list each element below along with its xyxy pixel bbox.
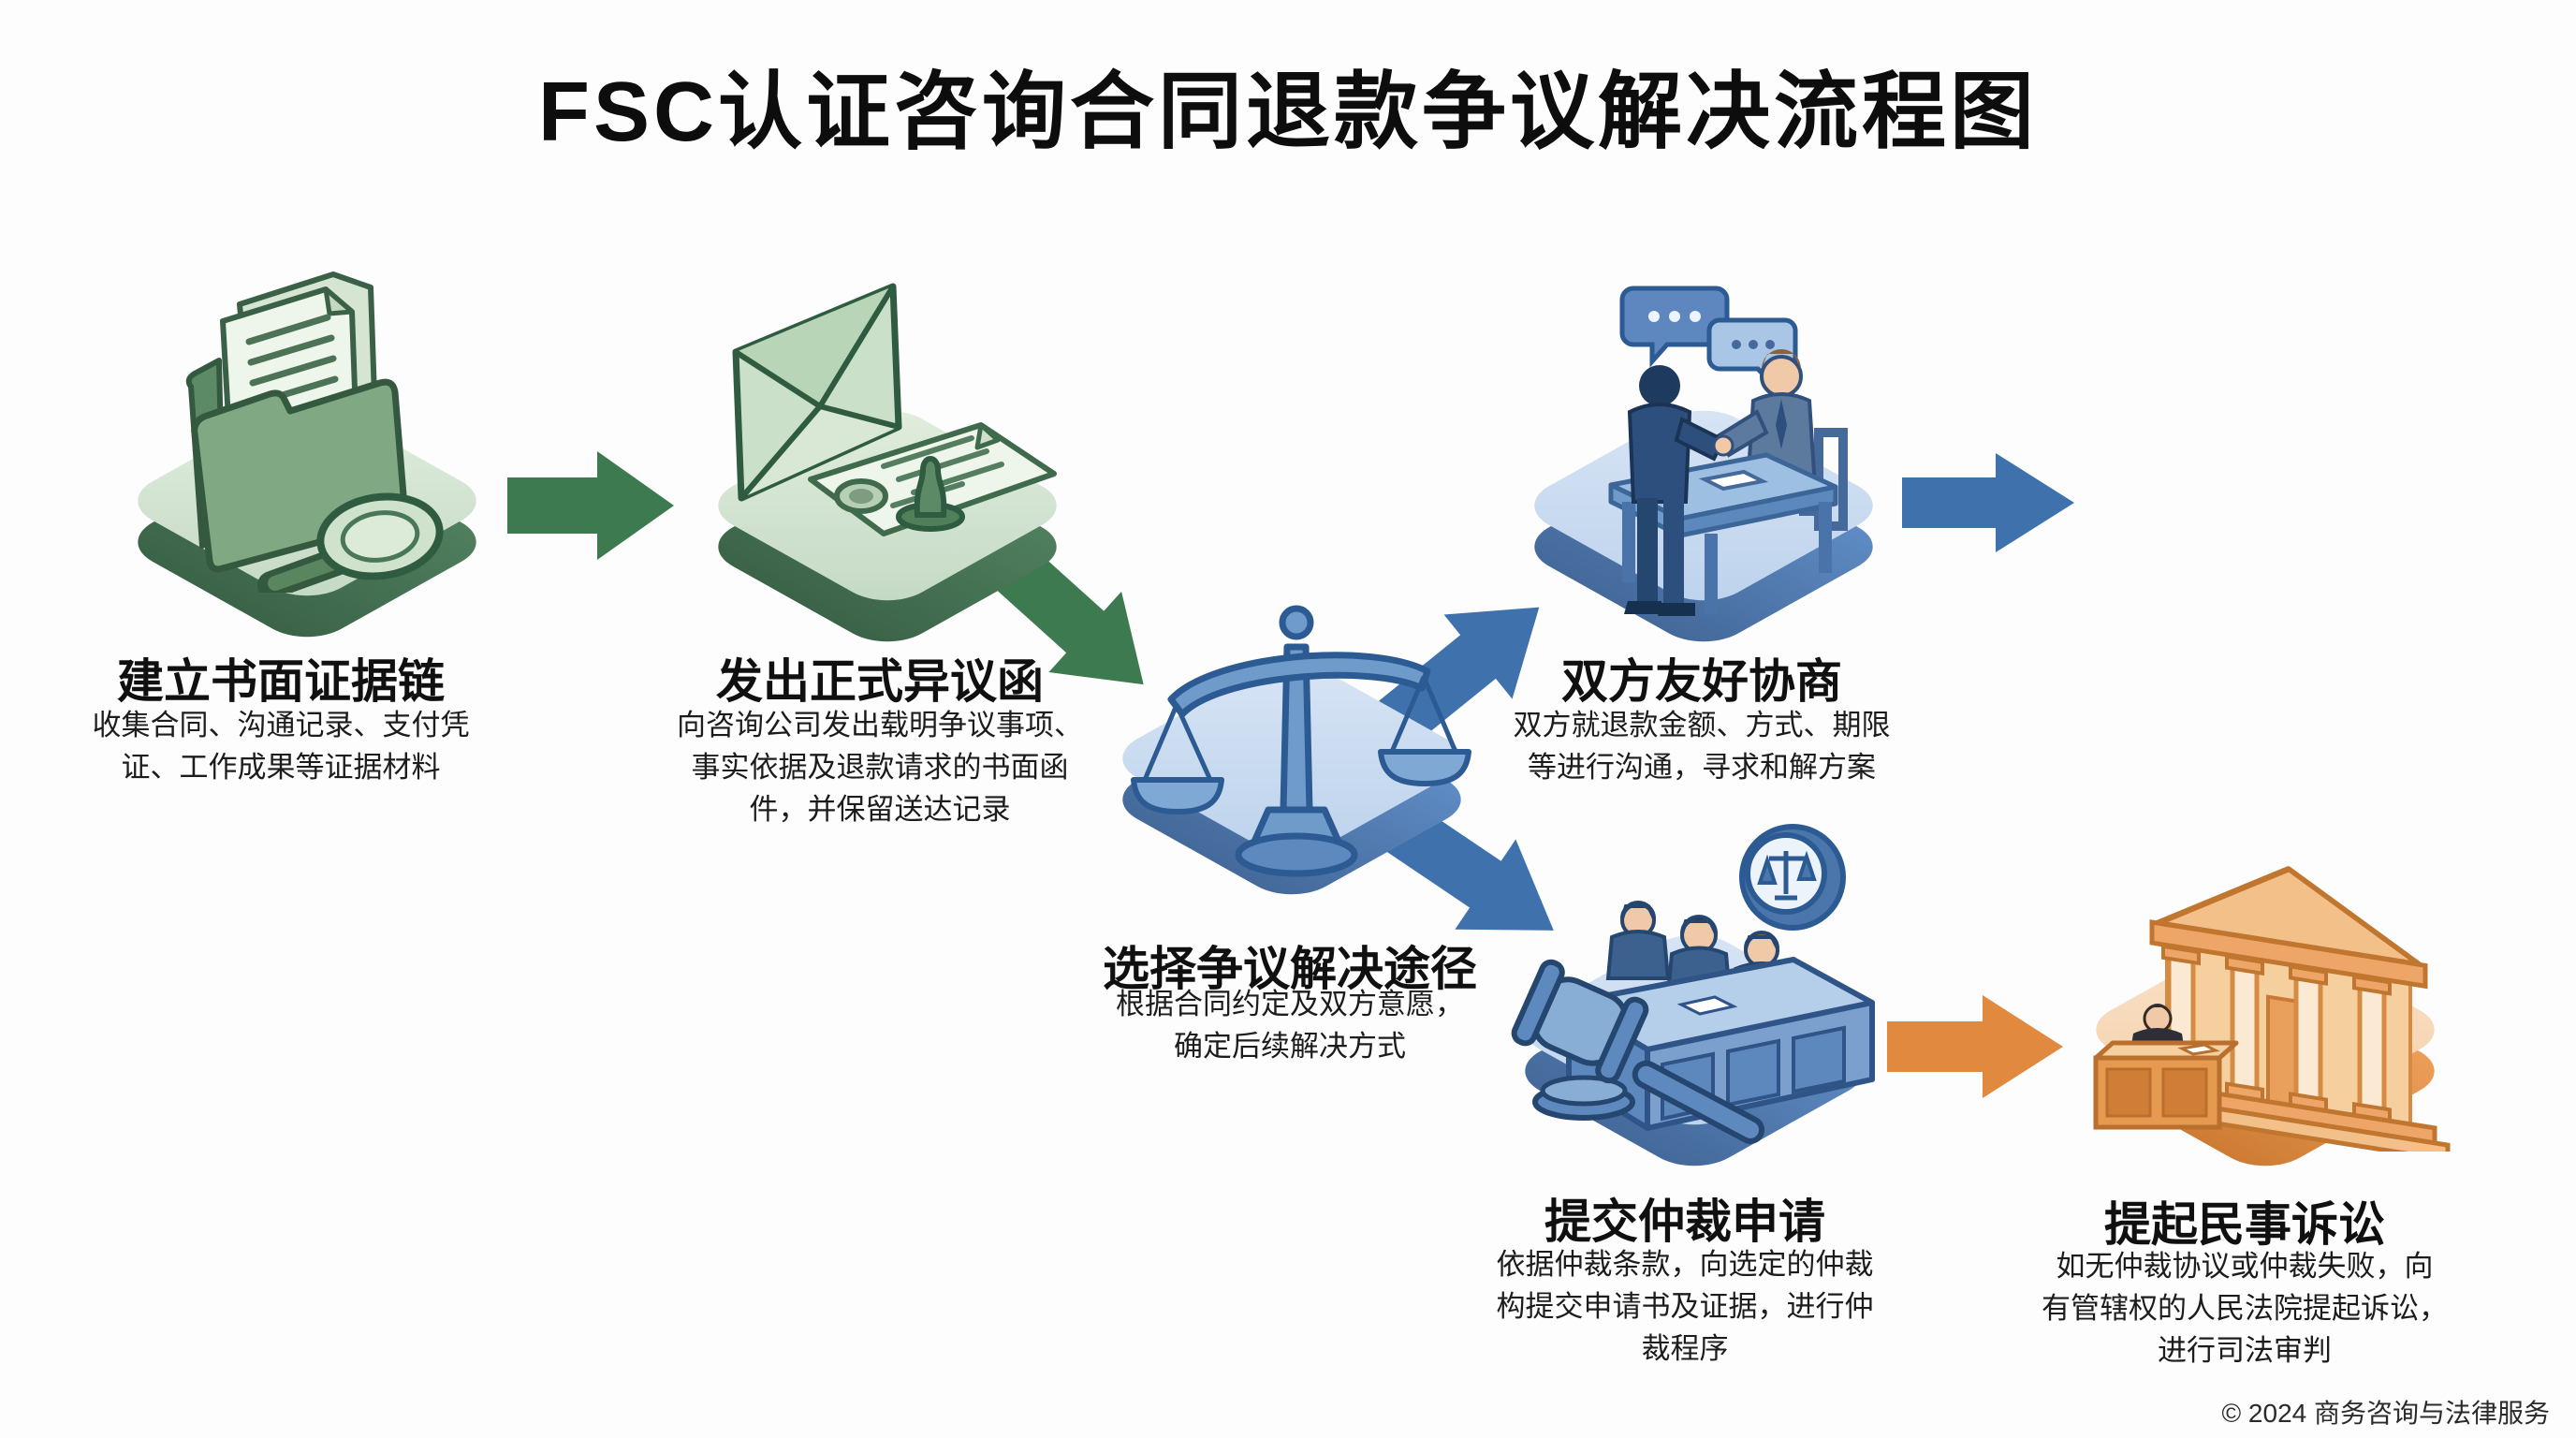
arrow-evidence-to-letter-icon [507, 451, 674, 560]
step-title: 选择争议解决途径 [1103, 943, 1477, 995]
step-description: 收集合同、沟通记录、支付凭 证、工作成果等证据材料 [92, 709, 470, 784]
gavel-tribunal-icon [1511, 824, 1875, 1144]
diagram-title: FSC认证咨询合同退款争议解决流程图 [538, 66, 2038, 159]
step-title: 提交仲裁申请 [1544, 1196, 1825, 1248]
step-title: 建立书面证据链 [117, 655, 445, 708]
step-description: 向咨询公司发出载明争议事项、 事实依据及退款请求的书面函 件，并保留送达记录 [677, 709, 1083, 826]
folder-documents-magnifier-icon [185, 271, 444, 593]
scales-of-justice-icon [1131, 605, 1471, 877]
step-description: 依据仲裁条款，向选定的仲裁 构提交申请书及证据，进行仲 裁程序 [1496, 1248, 1874, 1365]
courthouse-icon [2093, 866, 2451, 1152]
step-title: 提起民事诉讼 [2104, 1198, 2385, 1251]
step-description: 根据合同约定及双方意愿， 确定后续解决方式 [1116, 988, 1464, 1063]
handshake-table-icon [1608, 286, 1848, 616]
step-description: 双方就退款金额、方式、期限 等进行沟通，寻求和解方案 [1513, 709, 1891, 784]
arrow-negotiation-continue-icon [1902, 453, 2074, 552]
step-description: 如无仲裁协议或仲裁失败，向 有管辖权的人民法院提起诉讼， 进行司法审判 [2042, 1250, 2448, 1367]
step-title: 双方友好协商 [1561, 655, 1842, 708]
copyright-footer: © 2024 商务咨询与法律服务 [2221, 1399, 2550, 1428]
step-title: 发出正式异议函 [716, 655, 1044, 708]
envelope-document-stamp-icon [732, 283, 1057, 536]
arrow-arbitration-to-lawsuit-icon [1887, 995, 2063, 1098]
